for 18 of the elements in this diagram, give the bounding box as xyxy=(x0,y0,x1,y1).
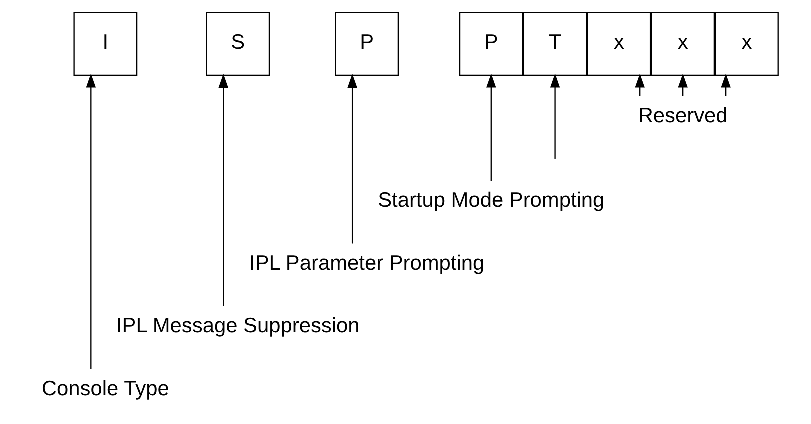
node-box: P xyxy=(458,12,523,76)
arrow xyxy=(86,74,96,370)
node-box: I xyxy=(73,12,138,76)
node-text: Console Type xyxy=(41,377,169,400)
node-text: IPL Parameter Prompting xyxy=(249,252,484,275)
node-box: x xyxy=(714,12,778,76)
arrow xyxy=(486,74,496,182)
arrow xyxy=(550,74,560,159)
node-box: S xyxy=(206,12,270,76)
node-box: P xyxy=(334,12,399,76)
node-text: Startup Mode Prompting xyxy=(378,189,604,212)
arrow xyxy=(347,74,357,244)
node-text: Reserved xyxy=(638,104,728,128)
node-text: IPL Message Suppression xyxy=(116,314,360,338)
arrow xyxy=(218,74,228,306)
node-box: x xyxy=(586,12,651,76)
node-box: x xyxy=(650,12,715,76)
node-box: T xyxy=(522,12,587,76)
